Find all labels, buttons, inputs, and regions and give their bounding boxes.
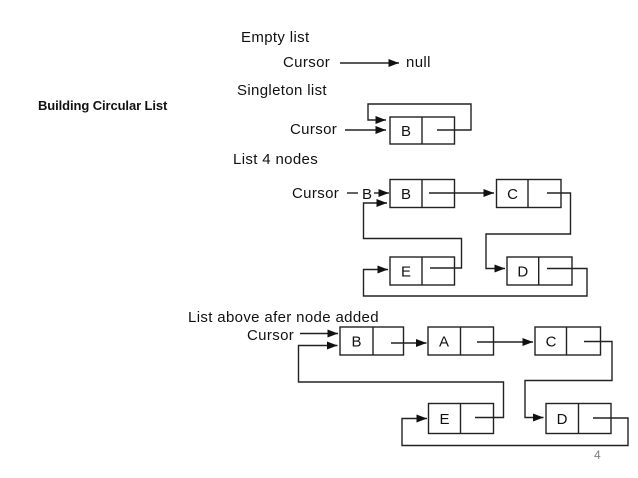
section-list-4-nodes: List 4 nodes Cursor B B C E D (233, 151, 588, 297)
node-box (506, 256, 573, 286)
four-arrow-c-to-d (485, 192, 572, 273)
node-value: B (401, 186, 411, 203)
four-arrow-e-to-b (362, 199, 463, 269)
section-list-after-add: List above afer node added Cursor B A C … (188, 309, 629, 447)
four-node-c: C (495, 178, 562, 209)
after-add-title: List above afer node added (188, 309, 379, 326)
page-number: 4 (594, 448, 601, 462)
node-value: D (517, 264, 528, 281)
four-node-d: D (506, 256, 573, 286)
four-cursor-label: Cursor (292, 185, 339, 202)
added-node-e: E (427, 402, 495, 435)
four-cursor-stray-b: B (362, 186, 372, 203)
singleton-self-loop-arrow (367, 103, 472, 131)
section-singleton-list: Singleton list Cursor B (237, 82, 472, 145)
node-value: C (507, 186, 518, 203)
node-value: C (546, 334, 557, 351)
added-cursor-label: Cursor (247, 327, 294, 344)
node-value: D (557, 411, 568, 428)
four-nodes-title: List 4 nodes (233, 151, 318, 168)
node-box (339, 326, 405, 356)
added-arrow-e-to-b (297, 341, 505, 419)
singleton-cursor-label: Cursor (290, 121, 337, 138)
null-label: null (406, 54, 431, 71)
node-value: E (439, 411, 449, 428)
singleton-title: Singleton list (237, 82, 327, 99)
four-node-e: E (389, 256, 456, 286)
node-value: A (439, 334, 449, 351)
slide-heading: Building Circular List (38, 98, 168, 113)
node-value: B (401, 123, 411, 140)
node-value: E (401, 264, 411, 281)
empty-list-title: Empty list (241, 29, 310, 46)
added-arrow-c-to-d (524, 340, 613, 422)
empty-cursor-label: Cursor (283, 54, 330, 71)
added-node-b: B (339, 326, 405, 356)
added-node-a: A (427, 326, 495, 356)
added-arrow-d-to-e (401, 414, 629, 447)
section-empty-list: Empty list Cursor null (241, 29, 431, 71)
node-value: B (351, 334, 361, 351)
four-arrow-d-to-e (362, 265, 588, 297)
